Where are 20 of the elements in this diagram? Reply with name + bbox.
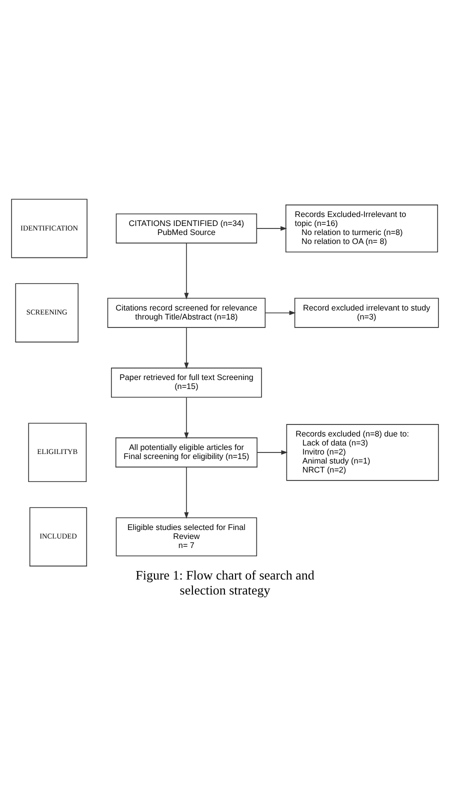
node-box: SCREENING: [15, 282, 79, 342]
arrow: [184, 466, 189, 518]
node-box: Records Excluded-Irrelevant to topic (n=16) No relation to turmeric (n=8) No relation to OA (n= 8): [285, 204, 438, 252]
node-box: Record excluded irrelevant to study (n=3): [294, 297, 439, 328]
arrow: [184, 242, 189, 299]
node-box: Records excluded (n=8) due to: Lack of data (n=3) Invitro (n=2) Animal study (n=1) NRCT (n=2): [286, 424, 439, 480]
node-box: Eligible studies selected for Final Review n= 7: [116, 516, 258, 556]
arrow: [184, 326, 189, 369]
node-box: Paper retrieved for full text Screening (n=15): [110, 367, 262, 398]
caption: Figure 1: Flow chart of search and selection strategy: [136, 567, 314, 597]
node-box: All potentially eligible articles for Final screening for eligibility (n=15): [115, 436, 258, 467]
arrow: [184, 396, 189, 438]
node-box: Citations record screened for relevance through Title/Abstract (n=18): [107, 297, 266, 328]
arrow: [256, 450, 288, 454]
arrow: [264, 310, 296, 315]
node-box: IDENTIFICATION: [11, 198, 88, 258]
node-box: ELIGILITYB: [28, 422, 87, 482]
node-box: CITATIONS IDENTIFIED (n=34) PubMed Source: [116, 212, 258, 243]
arrow: [256, 226, 288, 230]
node-box: INCLUDED: [29, 506, 88, 566]
